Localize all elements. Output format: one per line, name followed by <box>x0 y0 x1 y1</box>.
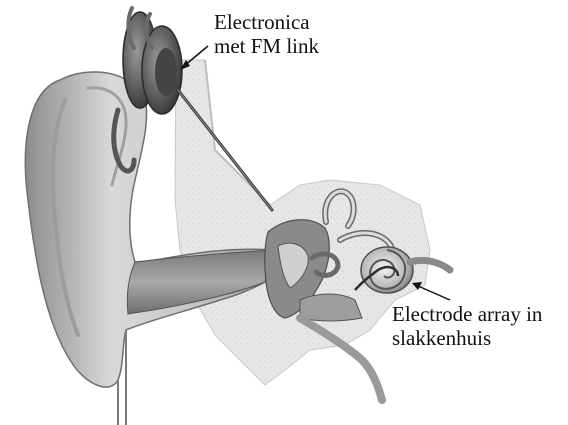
electronics-label-line-2: met FM link <box>214 34 319 58</box>
electronics-label: Electronica met FM link <box>214 10 319 58</box>
electronics-label-line-1: Electronica <box>214 10 319 34</box>
electrode-array-label: Electrode array in slakkenhuis <box>392 302 542 350</box>
callout-arrow-electrode <box>412 282 450 300</box>
electrode-label-line-1: Electrode array in <box>392 302 542 326</box>
electrode-label-line-2: slakkenhuis <box>392 326 542 350</box>
